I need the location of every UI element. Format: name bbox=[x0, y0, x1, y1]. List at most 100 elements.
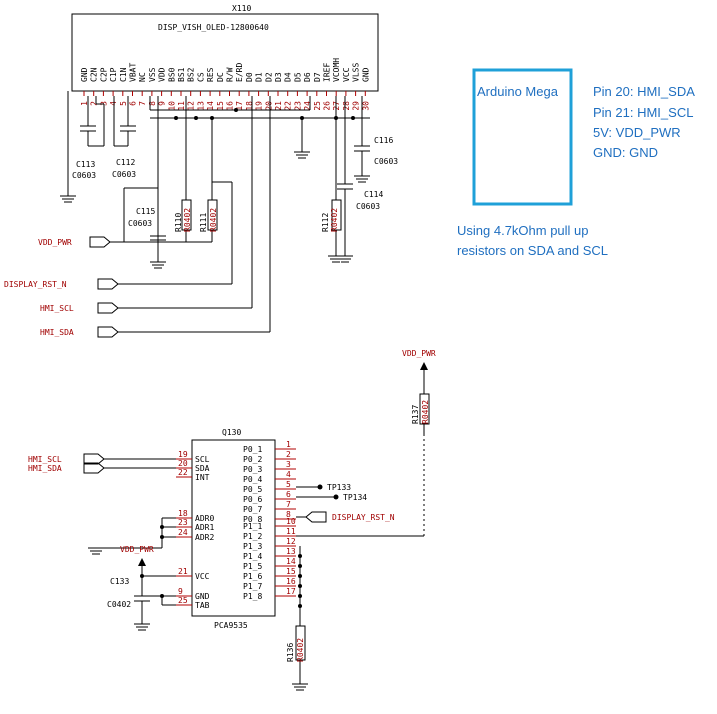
hmi-scl-port-top bbox=[97, 302, 119, 314]
expander-pin-p0_8: P0_88 bbox=[243, 510, 296, 524]
display-pin-num: 24 bbox=[303, 101, 312, 111]
c112-pkg: C0603 bbox=[112, 170, 136, 179]
expander-pin-name: P0_7 bbox=[243, 505, 262, 514]
expander-pin-name: P0_6 bbox=[243, 495, 262, 504]
display-pin-name: D1 bbox=[255, 72, 264, 82]
display-pin-19: D1 19 bbox=[255, 72, 264, 110]
display-pin-30: GND 30 bbox=[361, 67, 370, 110]
display-pin-name: D5 bbox=[293, 72, 302, 82]
expander-left-pins: 19SCL20SDA22INT18ADR023ADR124ADR221VCC9G… bbox=[162, 450, 214, 610]
display-pin-16: R/W16 bbox=[226, 67, 235, 110]
expander-pin-name: P1_7 bbox=[243, 582, 262, 591]
expander-pin-num: 17 bbox=[286, 587, 296, 596]
r136-ref: R136 bbox=[286, 643, 295, 662]
display-pin-num: 12 bbox=[187, 101, 196, 111]
r110-pkg: R0402 bbox=[183, 208, 192, 232]
display-pin-num: 1 bbox=[80, 101, 89, 106]
display-pin-23: D5 23 bbox=[293, 72, 302, 110]
display-pin-name: D0 bbox=[245, 72, 254, 82]
expander-pin-name: SDA bbox=[195, 464, 210, 473]
display-pin-num: 15 bbox=[216, 101, 225, 111]
display-pin-num: 5 bbox=[119, 101, 128, 106]
expander-pin-num: 3 bbox=[286, 460, 291, 469]
display-pin-num: 7 bbox=[138, 101, 147, 106]
hmi-sda-label-top: HMI_SDA bbox=[40, 328, 74, 337]
c114-ref: C114 bbox=[364, 190, 383, 199]
expander-pin-num: 2 bbox=[286, 450, 291, 459]
expander-pin-name: P1_2 bbox=[243, 532, 262, 541]
display-pin-num: 16 bbox=[226, 101, 235, 111]
expander-pin-p1_1: P1_1 10 bbox=[243, 517, 296, 531]
r111-ref: R111 bbox=[199, 213, 208, 232]
display-pin-num: 9 bbox=[158, 101, 167, 106]
display-pin-num: 19 bbox=[255, 101, 264, 111]
expander-pin-num: 21 bbox=[178, 567, 188, 576]
pullup-note-1: resistors on SDA and SCL bbox=[457, 243, 608, 258]
expander-pin-name: ADR1 bbox=[195, 523, 214, 532]
expander-pin-p1_3: P1_3 12 bbox=[243, 537, 296, 551]
expander-pin-num: 10 bbox=[286, 517, 296, 526]
display-pin-name: VLSS bbox=[352, 63, 361, 82]
expander-body bbox=[191, 439, 276, 617]
display-pin-num: 30 bbox=[361, 101, 370, 111]
display-pin-name: BS2 bbox=[187, 67, 196, 82]
expander-pin-name: P1_1 bbox=[243, 522, 262, 531]
display-pin-name: D2 bbox=[264, 72, 273, 82]
display-pin-num: 23 bbox=[293, 101, 302, 111]
expander-pin-num: 24 bbox=[178, 528, 188, 537]
expander-pin-num: 23 bbox=[178, 518, 188, 527]
display-pin-num: 29 bbox=[352, 101, 361, 111]
display-pin-name: VSS bbox=[148, 67, 157, 82]
expander-pin-num: 1 bbox=[286, 440, 291, 449]
display-pin-name: C2P bbox=[99, 67, 108, 82]
expander-pin-num: 22 bbox=[178, 468, 188, 477]
display-pin-name: E/RD bbox=[235, 63, 244, 82]
display-pin-29: VLSS 29 bbox=[352, 63, 361, 111]
display-pin-name: C1P bbox=[109, 67, 118, 82]
display-pin-num: 2 bbox=[90, 101, 99, 106]
display-pin-num: 18 bbox=[245, 101, 254, 111]
expander-pin-name: TAB bbox=[195, 601, 210, 610]
tp134-label: TP134 bbox=[343, 493, 367, 502]
hmi-scl-label-top: HMI_SCL bbox=[40, 304, 74, 313]
expander-pin-p1_5: P1_514 bbox=[243, 557, 296, 571]
vdd-pwr-port bbox=[89, 236, 111, 248]
display-rst-port-exp bbox=[305, 511, 327, 523]
expander-pin-name: P0_4 bbox=[243, 475, 262, 484]
tp133-label: TP133 bbox=[327, 483, 351, 492]
display-pin-num: 27 bbox=[332, 101, 341, 111]
expander-pin-name: P1_6 bbox=[243, 572, 262, 581]
expander-pin-name: INT bbox=[195, 473, 210, 482]
expander-pin-name: P1_3 bbox=[243, 542, 262, 551]
expander-pin-num: 12 bbox=[286, 537, 296, 546]
expander-pin-num: 7 bbox=[286, 500, 291, 509]
display-pin-name: IREF bbox=[323, 63, 332, 82]
pin-note-3: GND: GND bbox=[593, 145, 658, 160]
display-pin-name: VCOMH bbox=[332, 58, 341, 82]
expander-pin-p0_3: P0_3 3 bbox=[243, 460, 296, 474]
expander-pin-name: VCC bbox=[195, 572, 210, 581]
expander-pin-num: 11 bbox=[286, 527, 296, 536]
vdd-pwr-arrow-r137 bbox=[420, 362, 428, 370]
display-pin-num: 13 bbox=[196, 101, 205, 111]
display-pin-12: BS2 12 bbox=[187, 67, 196, 110]
expander-pin-p1_2: P1_2 11 bbox=[243, 527, 296, 541]
display-pin-name: GND bbox=[361, 67, 370, 82]
expander-pin-name: GND bbox=[195, 592, 210, 601]
display-pin-18: D0 18 bbox=[245, 72, 254, 110]
expander-pin-name: P0_3 bbox=[243, 465, 262, 474]
display-pin-name: DC bbox=[216, 72, 225, 82]
display-pin-name: VCC bbox=[342, 67, 351, 82]
expander-pin-num: 6 bbox=[286, 490, 291, 499]
expander-pin-p1_8: P1_817 bbox=[243, 587, 296, 601]
expander-pin-p0_6: P0_6 6 bbox=[243, 490, 296, 504]
expander-pin-p1_4: P1_413 bbox=[243, 547, 296, 561]
